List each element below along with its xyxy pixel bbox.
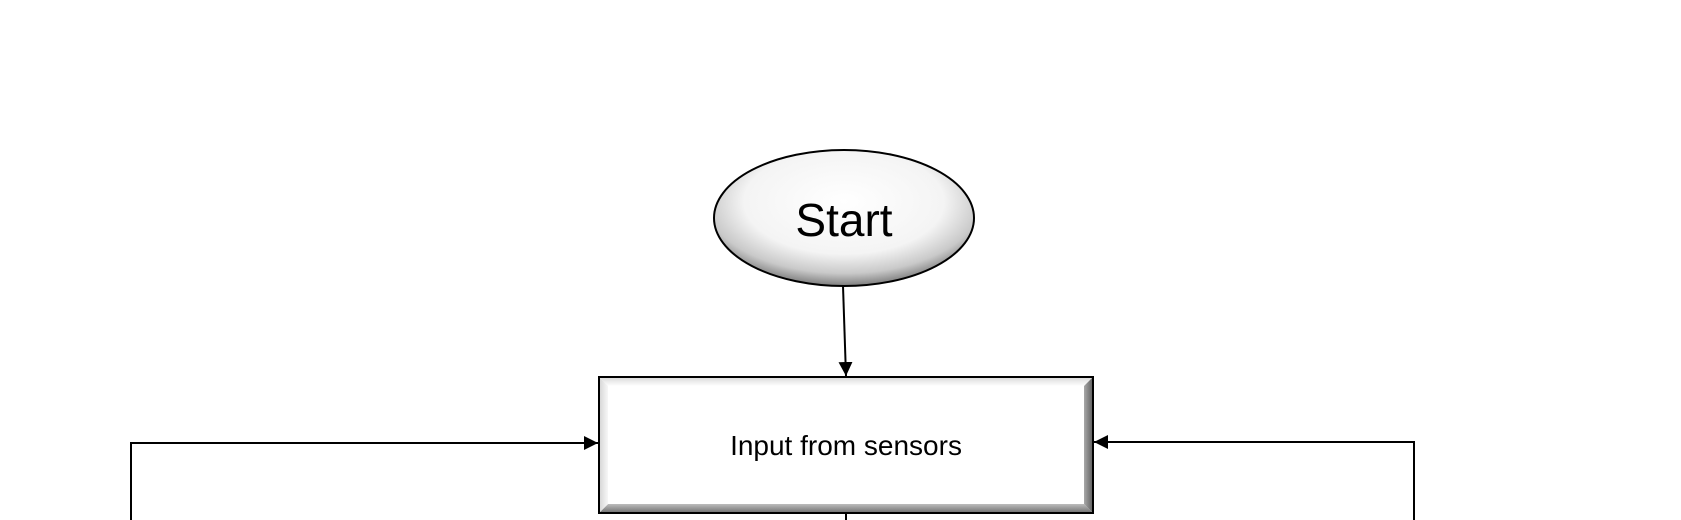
- start-node-label: Start: [795, 194, 892, 246]
- arrow-start-to-input: [838, 285, 853, 377]
- arrow-left-loop-to-input: [130, 436, 598, 520]
- arrow-right-loop-to-input: [1094, 435, 1415, 520]
- input-node-label: Input from sensors: [730, 430, 962, 461]
- input-node: Input from sensors: [598, 376, 1094, 514]
- start-node: Start: [713, 149, 975, 287]
